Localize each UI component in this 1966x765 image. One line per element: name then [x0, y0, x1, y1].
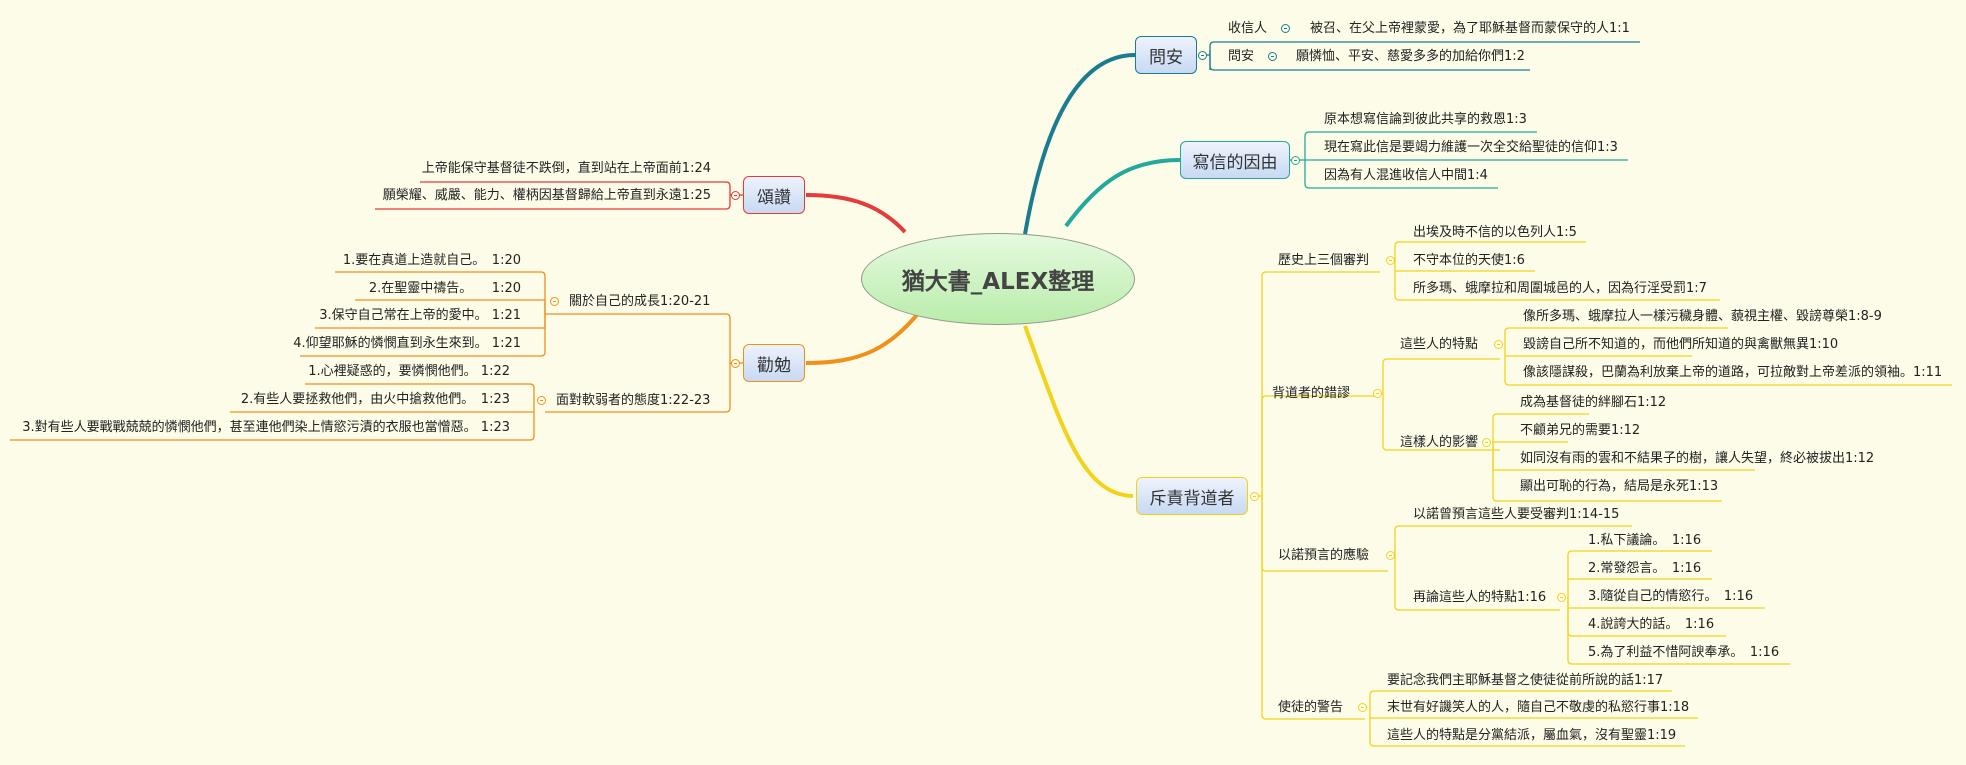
- collapse-toggle-icon[interactable]: [1250, 492, 1259, 501]
- subtopic-apostates-errors[interactable]: 背道者的錯謬: [1272, 386, 1351, 401]
- leaf-text[interactable]: 出埃及時不信的以色列人1:5: [1413, 225, 1577, 240]
- subtopic-enoch-prophecy[interactable]: 以諾預言的應驗: [1278, 548, 1370, 563]
- subtopic-self-growth[interactable]: 關於自己的成長1:20-21: [569, 294, 711, 309]
- topic-reason[interactable]: 寫信的因由: [1180, 141, 1290, 179]
- topic-rebuke[interactable]: 斥責背道者: [1136, 477, 1248, 515]
- leaf-text[interactable]: 不守本位的天使1:6: [1413, 253, 1525, 268]
- subtopic-influence[interactable]: 這樣人的影響: [1400, 435, 1479, 450]
- leaf-text[interactable]: 因為有人混進收信人中間1:4: [1324, 168, 1488, 183]
- leaf-text[interactable]: 如同沒有雨的雲和不結果子的樹，讓人失望，終必被拔出1:12: [1520, 451, 1875, 466]
- collapse-toggle-icon[interactable]: [1268, 52, 1277, 61]
- leaf-text[interactable]: 成為基督徒的絆腳石1:12: [1520, 395, 1667, 410]
- subtopic-characteristics[interactable]: 這些人的特點: [1400, 337, 1479, 352]
- collapse-toggle-icon[interactable]: [731, 191, 740, 200]
- leaf-text[interactable]: 原本想寫信論到彼此共享的救恩1:3: [1324, 112, 1527, 127]
- leaf-text[interactable]: 像該隱謀殺，巴蘭為利放棄上帝的道路，可拉敵對上帝差派的領袖。1:11: [1523, 365, 1943, 380]
- subtopic-greeting[interactable]: 問安: [1228, 49, 1255, 64]
- leaf-text[interactable]: 毀謗自己所不知道的，而他們所知道的與禽獸無異1:10: [1523, 337, 1839, 352]
- collapse-toggle-icon[interactable]: [1281, 24, 1290, 33]
- leaf-text[interactable]: 現在寫此信是要竭力維護一次全交給聖徒的信仰1:3: [1324, 140, 1618, 155]
- collapse-toggle-icon[interactable]: [731, 359, 740, 368]
- leaf-text[interactable]: 1.要在真道上造就自己。 1:20: [342, 253, 521, 268]
- leaf-text[interactable]: 2.有些人要拯救他們，由火中搶救他們。 1:23: [240, 392, 510, 407]
- leaf-text[interactable]: 願憐恤、平安、慈愛多多的加給你們1:2: [1296, 49, 1525, 64]
- collapse-toggle-icon[interactable]: [1386, 551, 1395, 560]
- subtopic-recipient[interactable]: 收信人: [1228, 21, 1268, 36]
- leaf-text[interactable]: 不顧弟兄的需要1:12: [1520, 423, 1641, 438]
- collapse-toggle-icon[interactable]: [1494, 340, 1503, 349]
- leaf-text[interactable]: 像所多瑪、蛾摩拉人一樣污穢身體、藐視主權、毀謗尊榮1:8-9: [1523, 309, 1882, 324]
- leaf-text[interactable]: 5.為了利益不惜阿諛奉承。 1:16: [1588, 645, 1780, 660]
- leaf-text[interactable]: 顯出可恥的行為，結局是永死1:13: [1520, 479, 1719, 494]
- leaf-text[interactable]: 所多瑪、蛾摩拉和周圍城邑的人，因為行淫受罰1:7: [1413, 281, 1707, 296]
- subtopic-weak-ones[interactable]: 面對軟弱者的態度1:22-23: [556, 393, 711, 408]
- collapse-toggle-icon[interactable]: [1557, 593, 1566, 602]
- collapse-toggle-icon[interactable]: [537, 396, 546, 405]
- leaf-text[interactable]: 要記念我們主耶穌基督之使徒從前所說的話1:17: [1387, 673, 1664, 688]
- leaf-text[interactable]: 4.仰望耶穌的憐憫直到永生來到。 1:21: [293, 336, 521, 351]
- leaf-text[interactable]: 2.在聖靈中禱告。 1:20: [368, 281, 521, 296]
- central-topic[interactable]: 猶大書_ALEX整理: [861, 233, 1135, 325]
- leaf-text[interactable]: 3.隨從自己的情慾行。 1:16: [1588, 589, 1754, 604]
- subtopic-apostles-warning[interactable]: 使徒的警告: [1278, 700, 1344, 715]
- subtopic-three-judgments[interactable]: 歷史上三個審判: [1278, 253, 1370, 268]
- leaf-text[interactable]: 被召、在父上帝裡蒙愛，為了耶穌基督而蒙保守的人1:1: [1310, 21, 1630, 36]
- collapse-toggle-icon[interactable]: [550, 297, 559, 306]
- leaf-text[interactable]: 願榮耀、威嚴、能力、權柄因基督歸給上帝直到永遠1:25: [382, 188, 711, 203]
- topic-praise[interactable]: 頌讚: [743, 176, 805, 214]
- subtopic-characteristics-again[interactable]: 再論這些人的特點1:16: [1413, 590, 1547, 605]
- collapse-toggle-icon[interactable]: [1291, 156, 1300, 165]
- topic-exhort[interactable]: 勸勉: [743, 344, 805, 382]
- leaf-text[interactable]: 2.常發怨言。 1:16: [1588, 561, 1702, 576]
- topic-greeting[interactable]: 問安: [1135, 36, 1197, 74]
- leaf-text[interactable]: 1.心裡疑惑的，要憐憫他們。 1:22: [308, 364, 510, 379]
- collapse-toggle-icon[interactable]: [1358, 703, 1367, 712]
- collapse-toggle-icon[interactable]: [1482, 438, 1491, 447]
- leaf-text[interactable]: 1.私下議論。 1:16: [1588, 533, 1702, 548]
- leaf-text[interactable]: 3.對有些人要戰戰兢兢的憐憫他們，甚至連他們染上情慾污漬的衣服也當憎惡。 1:2…: [22, 420, 510, 435]
- leaf-text[interactable]: 上帝能保守基督徒不跌倒，直到站在上帝面前1:24: [421, 161, 711, 176]
- collapse-toggle-icon[interactable]: [1198, 51, 1207, 60]
- leaf-text[interactable]: 末世有好譏笑人的人，隨自己不敬虔的私慾行事1:18: [1387, 700, 1690, 715]
- collapse-toggle-icon[interactable]: [1373, 389, 1382, 398]
- collapse-toggle-icon[interactable]: [1386, 256, 1395, 265]
- leaf-text[interactable]: 3.保守自己常在上帝的愛中。 1:21: [319, 308, 521, 323]
- leaf-text[interactable]: 以諾曾預言這些人要受審判1:14-15: [1413, 507, 1620, 522]
- leaf-text[interactable]: 這些人的特點是分黨結派，屬血氣，沒有聖靈1:19: [1387, 728, 1677, 743]
- leaf-text[interactable]: 4.說誇大的話。 1:16: [1588, 617, 1715, 632]
